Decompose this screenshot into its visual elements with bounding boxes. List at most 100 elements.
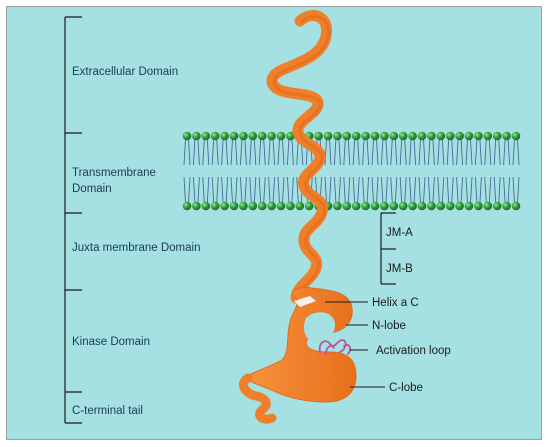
lipid-tail-upper [427,138,435,166]
lipid-head-lower [370,201,380,211]
label-kinase-domain: Kinase Domain [72,336,150,348]
lipid-tail-upper [512,138,520,166]
lipid-tail-lower [512,176,520,204]
lipid-head-upper [455,131,464,141]
lipid-head-upper [351,131,361,141]
lipid-head-lower [464,201,474,211]
lipid-head-lower [455,201,464,211]
lipid-head-upper [389,131,399,141]
lipid-head-upper [380,131,389,141]
lipid-tail-lower [465,176,473,204]
lipid-tail-lower [484,176,492,204]
lipid-tail-upper [268,138,276,166]
jm-bracket [380,212,396,285]
lipid-tail-lower [211,176,219,204]
lipid-head-lower [257,201,267,211]
lipid-head-lower [408,201,417,211]
lipid-head-upper [210,131,220,141]
protein-ribbon-cterminal [239,373,277,424]
activation-loop-shape [318,339,351,355]
lipid-head-lower [182,201,192,211]
lipid-tail-upper [418,138,426,166]
lipid-tail-lower [239,176,247,204]
lipid-head-upper [464,131,474,141]
lipid-tail-lower [286,176,294,204]
lipid-tail-upper [249,138,257,166]
lipid-tail-lower [230,176,238,204]
lipid-tail-lower [343,176,351,204]
label-transmembrane-domain-line2: Domain [72,183,112,195]
lipid-tail-upper [183,138,191,166]
lipid-tail-lower [202,176,210,204]
lipid-head-upper [511,131,521,141]
label-jm-b: JM-B [386,263,413,275]
lipid-head-upper [267,131,276,141]
lipid-tail-upper [352,138,360,166]
lipid-head-lower [492,201,502,211]
lipid-head-upper [323,131,333,141]
lipid-tail-lower [437,176,445,204]
kinase-cleft [303,312,336,343]
lipid-tail-lower [390,176,398,204]
upper-leaflet-heads [182,131,521,141]
lipid-head-upper [492,131,502,141]
lipid-tail-lower [277,176,285,204]
lipid-tail-upper [221,138,229,166]
lipid-head-upper [417,131,427,141]
lipid-tail-upper [446,138,454,166]
lipid-tail-upper [333,138,341,166]
lipid-head-upper [239,131,248,141]
lipid-head-upper [474,131,483,141]
lipid-tail-upper [493,138,501,166]
lipid-tail-upper [324,138,332,166]
lipid-tail-upper [474,138,482,166]
lipid-head-upper [201,131,211,141]
lipid-head-lower [295,201,305,211]
lipid-tail-upper [390,138,398,166]
lipid-tail-lower [352,176,360,204]
lipid-head-lower [248,201,258,211]
lipid-head-upper [333,131,342,141]
lipid-tail-lower [427,176,435,204]
lipid-tail-upper [456,138,464,166]
lipid-tail-lower [380,176,388,204]
label-jm-a: JM-A [386,227,413,239]
lipid-head-lower [361,201,370,211]
lipid-head-upper [286,131,295,141]
lipid-head-upper [229,131,239,141]
label-extracellular-domain: Extracellular Domain [72,66,178,78]
lipid-head-upper [314,131,323,141]
lipid-head-lower [333,201,342,211]
lipid-head-lower [286,201,295,211]
lipid-tail-lower [249,176,257,204]
lipid-tail-lower [456,176,464,204]
label-n-lobe: N-lobe [372,320,406,332]
lipid-tail-upper [239,138,247,166]
lipid-head-lower [201,201,211,211]
lipid-head-lower [342,201,352,211]
lipid-head-lower [351,201,361,211]
lipid-tail-lower [221,176,229,204]
lipid-tail-upper [192,138,200,166]
lipid-head-lower [427,201,436,211]
lipid-tail-lower [418,176,426,204]
lipid-tail-lower [192,176,200,204]
lipid-tail-lower [333,176,341,204]
lipid-head-upper [276,131,286,141]
protein-ribbon-upper [266,10,333,304]
receptor-protein [239,10,357,424]
lipid-tail-upper [343,138,351,166]
lipid-head-lower [389,201,399,211]
lipid-tail-lower [324,176,332,204]
lipid-head-lower [417,201,427,211]
lipid-tail-upper [503,138,511,166]
label-helix-a-c: Helix a C [372,297,419,309]
lipid-tail-lower [493,176,501,204]
lipid-head-lower [474,201,483,211]
lipid-head-upper [248,131,258,141]
protein-ribbon-upper-shade [272,15,331,301]
label-c-lobe: C-lobe [389,382,423,394]
lipid-tail-upper [230,138,238,166]
